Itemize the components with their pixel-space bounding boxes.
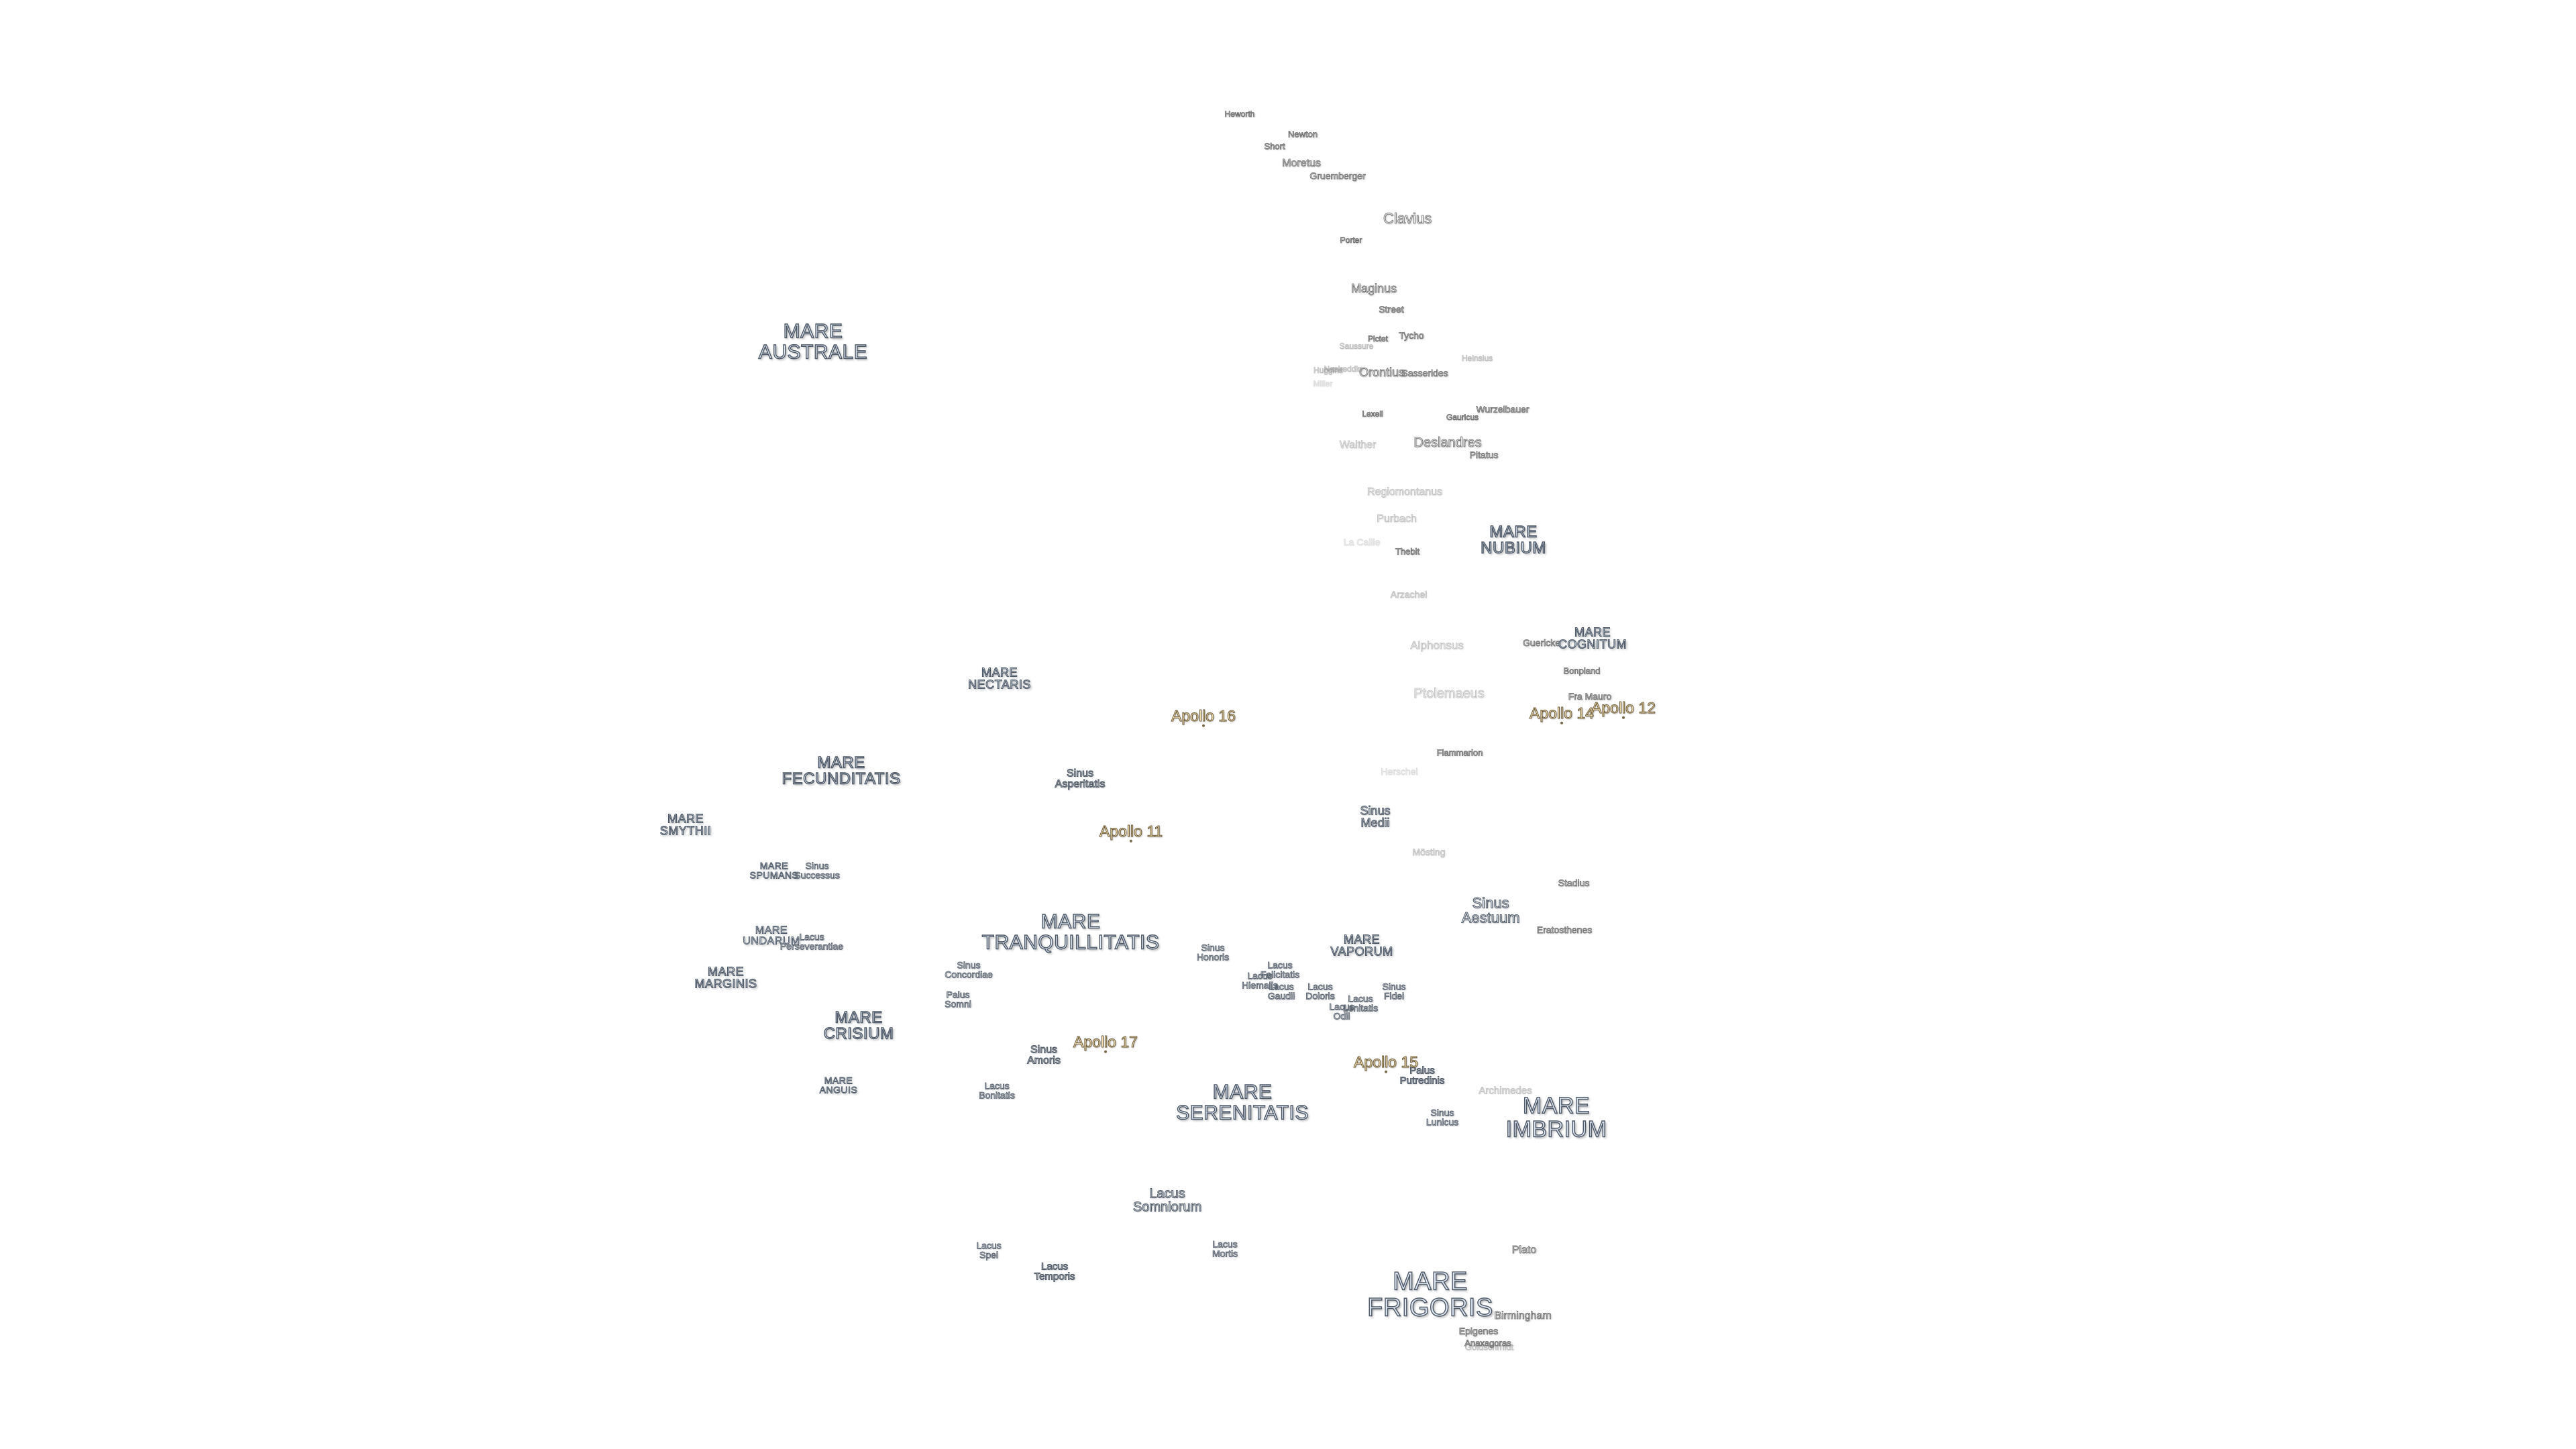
sinus-label-lacus-temporis[interactable]: Lacus Temporis: [1034, 1260, 1075, 1283]
mare-label-australe[interactable]: MARE AUSTRALE: [758, 320, 868, 363]
crater-label-walther[interactable]: Walther: [1339, 439, 1377, 451]
mare-label-imbrium[interactable]: MARE IMBRIUM: [1505, 1093, 1607, 1142]
crater-label-heinsius[interactable]: Heinsius: [1461, 353, 1493, 363]
mare-label-vaporum[interactable]: MARE VAPORUM: [1330, 932, 1393, 959]
crater-label-pitatus[interactable]: Pitatus: [1469, 449, 1499, 460]
sinus-label-lacus-hiemalis[interactable]: Lacus Hiemalis: [1242, 970, 1278, 991]
sinus-label-lacus-spei[interactable]: Lacus Spei: [976, 1240, 1002, 1260]
crater-label-maginus[interactable]: Maginus: [1350, 281, 1397, 295]
crater-label-saussure[interactable]: Saussure: [1339, 341, 1374, 351]
crater-label-mosting[interactable]: Mösting: [1412, 846, 1446, 857]
crater-label-porter[interactable]: Porter: [1340, 235, 1362, 245]
mare-label-smythii[interactable]: MARE SMYTHII: [659, 812, 712, 838]
apollo-16-marker[interactable]: Apollo 16: [1171, 707, 1236, 728]
crater-label-lexell[interactable]: Lexell: [1362, 409, 1383, 419]
sinus-label-sinus-lunicus[interactable]: Sinus Lunicus: [1426, 1107, 1459, 1128]
crater-label-plato[interactable]: Plato: [1511, 1244, 1537, 1256]
apollo-11-marker[interactable]: Apollo 11: [1099, 822, 1163, 843]
crater-label-nasireddin[interactable]: Nasireddin: [1324, 364, 1362, 374]
sinus-label-asperitatis[interactable]: Sinus Asperitatis: [1055, 767, 1106, 790]
mare-label-cognitum[interactable]: MARE COGNITUM: [1558, 625, 1627, 651]
apollo-14-marker[interactable]: Apollo 14: [1529, 704, 1594, 725]
crater-label-orontius[interactable]: Orontius: [1358, 365, 1405, 379]
apollo-17-marker[interactable]: Apollo 17: [1073, 1033, 1138, 1054]
crater-label-newton[interactable]: Newton: [1287, 129, 1318, 140]
mare-label-frigoris[interactable]: MARE FRIGORIS: [1366, 1267, 1493, 1322]
landing-site-dot: [1384, 1071, 1387, 1074]
sinus-label-sinus-fidei[interactable]: Sinus Fidei: [1382, 981, 1406, 1002]
landing-site-dot: [1560, 722, 1563, 725]
crater-label-pictet[interactable]: Pictet: [1367, 333, 1389, 343]
mare-label-crisium[interactable]: MARE CRISIUM: [823, 1008, 894, 1043]
sinus-label-lacus-felicitatis[interactable]: Lacus Felicitatis: [1260, 959, 1300, 980]
crater-label-thebit[interactable]: Thebit: [1395, 546, 1420, 557]
crater-label-birmingham[interactable]: Birmingham: [1494, 1309, 1552, 1322]
crater-label-purbach[interactable]: Purbach: [1377, 513, 1417, 525]
crater-label-deslandres[interactable]: Deslandres: [1413, 435, 1482, 450]
crater-label-herschel[interactable]: Herschel: [1381, 765, 1418, 777]
mare-label-marginis[interactable]: MARE MARGINIS: [694, 965, 757, 991]
sinus-label-lacus-mortis[interactable]: Lacus Mortis: [1212, 1238, 1238, 1259]
crater-label-sasserides[interactable]: Sasserides: [1401, 367, 1448, 378]
mare-label-fecunditatis[interactable]: MARE FECUNDITATIS: [782, 753, 901, 788]
crater-label-gruemberger[interactable]: Gruemberger: [1309, 170, 1366, 181]
crater-label-ptolemaeus[interactable]: Ptolemaeus: [1413, 686, 1485, 701]
crater-label-archimedes[interactable]: Archimedes: [1479, 1085, 1532, 1097]
crater-label-stadius[interactable]: Stadius: [1558, 877, 1590, 888]
crater-label-anaxagoras[interactable]: Anaxagoras: [1464, 1338, 1511, 1348]
crater-label-guericke[interactable]: Guericke: [1522, 637, 1561, 648]
mare-label-anguis[interactable]: MARE ANGUIS: [819, 1075, 858, 1095]
landing-site-dot: [1129, 840, 1132, 843]
sinus-label-lacus-gaudii[interactable]: Lacus Gaudii: [1267, 981, 1295, 1002]
mare-label-undarum[interactable]: MARE UNDARUM: [743, 924, 800, 947]
crater-label-la-caille[interactable]: La Caille: [1343, 536, 1381, 547]
sinus-label-palus-somni[interactable]: Palus Somni: [945, 989, 971, 1010]
mare-label-serenitatis[interactable]: MARE SERENITATIS: [1175, 1081, 1309, 1124]
crater-label-flammarion[interactable]: Flammarion: [1436, 747, 1483, 758]
crater-label-hevelius[interactable]: Heworth: [1224, 109, 1255, 119]
crater-label-eratosthenes[interactable]: Eratosthenes: [1536, 924, 1593, 935]
apollo-12-marker[interactable]: Apollo 12: [1591, 699, 1656, 720]
crater-label-epigenes[interactable]: Epigenes: [1458, 1325, 1499, 1336]
crater-label-moretus[interactable]: Moretus: [1282, 157, 1322, 169]
crater-label-street[interactable]: Street: [1379, 303, 1404, 315]
sinus-label-lacus-doloris[interactable]: Lacus Doloris: [1305, 981, 1335, 1002]
crater-label-wurzelbauer[interactable]: Wurzelbauer: [1476, 403, 1529, 415]
sinus-label-lacus-bonitatis[interactable]: Lacus Bonitatis: [979, 1080, 1015, 1101]
sinus-label-medii[interactable]: Sinus Medii: [1360, 804, 1391, 830]
crater-label-bonpland[interactable]: Bonpland: [1563, 665, 1601, 676]
landing-site-dot: [1621, 716, 1625, 720]
crater-label-miller[interactable]: Miller: [1313, 378, 1333, 388]
crater-label-fra-mauro[interactable]: Fra Mauro: [1568, 690, 1612, 702]
landing-site-dot: [1201, 724, 1205, 728]
crater-label-huggins[interactable]: Huggins: [1313, 365, 1344, 375]
sinus-label-lacus-somniorum[interactable]: Lacus Somniorum: [1132, 1186, 1202, 1215]
crater-label-clavius[interactable]: Clavius: [1383, 209, 1432, 227]
sinus-label-aestuum[interactable]: Sinus Aestuum: [1461, 894, 1520, 926]
mare-label-nectaris[interactable]: MARE NECTARIS: [968, 665, 1031, 692]
sinus-label-lacus-lenitatis[interactable]: Lacus Lenitatis: [1342, 993, 1379, 1014]
sinus-label-concordiae[interactable]: Sinus Concordiae: [945, 959, 993, 980]
landing-site-dot: [1104, 1051, 1107, 1054]
crater-label-regiomontanus[interactable]: Regiomontanus: [1366, 486, 1443, 498]
crater-label-short[interactable]: Short: [1264, 141, 1285, 152]
sinus-label-lacus-perseverantiae[interactable]: Lacus Perseverantiae: [780, 931, 844, 952]
sinus-label-successus[interactable]: Sinus Successus: [794, 860, 840, 881]
mare-label-tranquillitatis[interactable]: MARE TRANQUILLITATIS: [981, 910, 1160, 953]
sinus-label-palus-putredinis[interactable]: Palus Putredinis: [1399, 1065, 1445, 1087]
sinus-label-lacus-odii[interactable]: Lacus Odii: [1329, 1001, 1354, 1022]
apollo-15-marker[interactable]: Apollo 15: [1354, 1053, 1418, 1074]
mare-label-spumans[interactable]: MARE SPUMANS: [749, 860, 799, 881]
crater-label-arzachel[interactable]: Arzachel: [1390, 588, 1428, 600]
crater-label-gauricus[interactable]: Gauricus: [1446, 412, 1479, 422]
sinus-label-honoris[interactable]: Sinus Honoris: [1196, 942, 1230, 963]
crater-label-tycho[interactable]: Tycho: [1399, 329, 1424, 341]
crater-label-goldschmidt[interactable]: Goldschmidt: [1464, 1342, 1514, 1352]
mare-label-nubium[interactable]: MARE NUBIUM: [1480, 523, 1546, 557]
crater-label-alphonsus[interactable]: Alphonsus: [1410, 639, 1464, 652]
sinus-label-amoris[interactable]: Sinus Amoris: [1027, 1044, 1061, 1067]
